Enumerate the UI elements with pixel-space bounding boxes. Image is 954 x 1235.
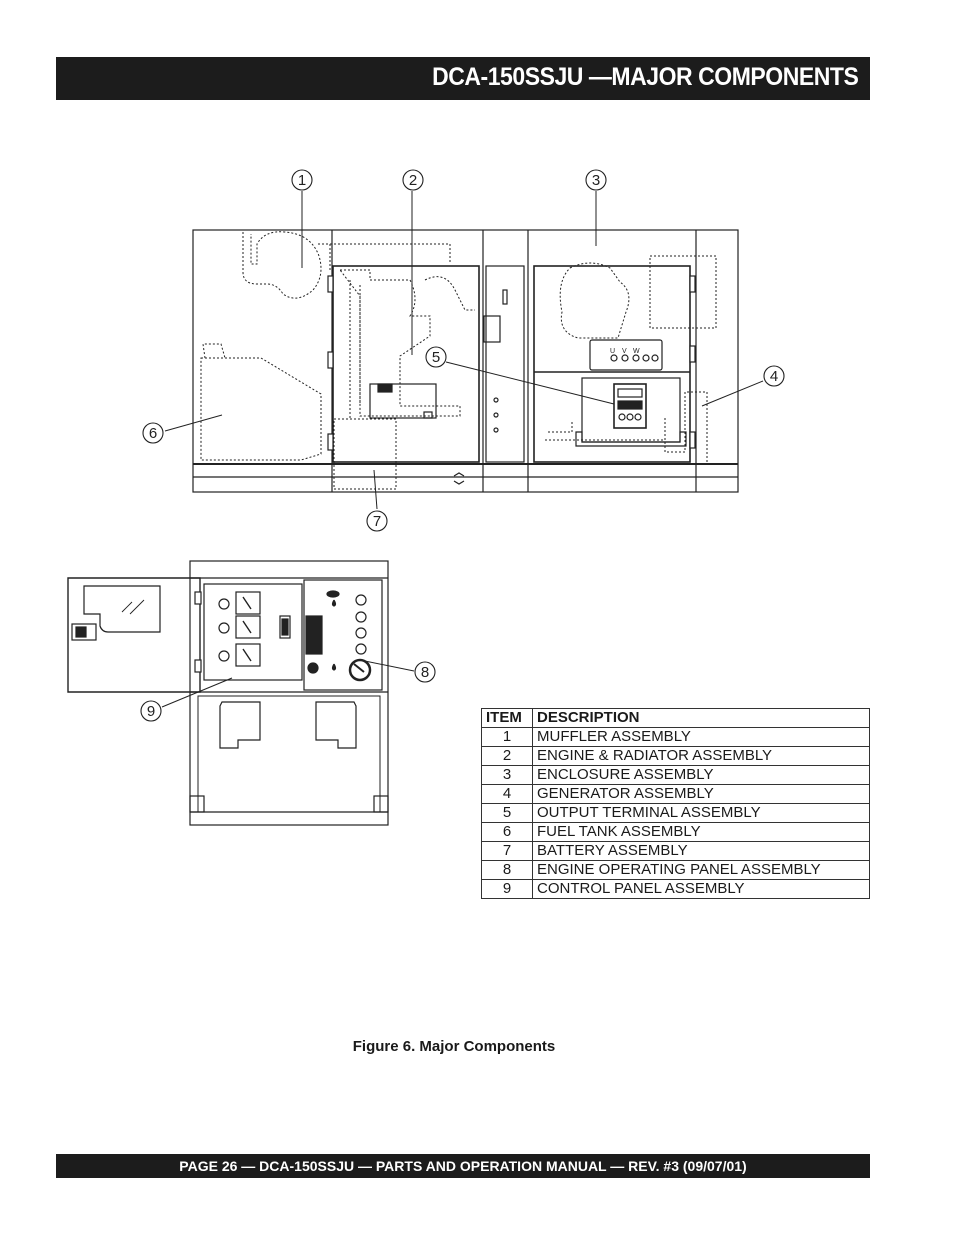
callout-4: 4 [770,368,778,385]
item-number: 9 [481,879,533,899]
callout-9: 9 [147,703,155,720]
enclosure-drawing [192,229,739,493]
page-footer: PAGE 26 — DCA-150SSJU — PARTS AND OPERAT… [56,1154,870,1178]
engine-details: U V W [369,339,687,447]
page-header: DCA-150SSJU —MAJOR COMPONENTS [56,57,870,100]
callout-7: 7 [373,513,381,530]
terminal-label-v: V [622,348,627,355]
item-description: BATTERY ASSEMBLY [532,841,870,861]
page-title: DCA-150SSJU —MAJOR COMPONENTS [431,63,859,91]
callout-5: 5 [432,349,440,366]
callout-8: 8 [421,664,429,681]
item-description: ENGINE OPERATING PANEL ASSEMBLY [532,860,870,880]
callout-2: 2 [409,172,417,189]
item-description: ENCLOSURE ASSEMBLY [532,765,870,785]
footer-text: PAGE 26 — DCA-150SSJU — PARTS AND OPERAT… [179,1158,747,1174]
item-number: 7 [481,841,533,861]
terminal-label-u: U [610,348,615,355]
internal-components [200,231,717,490]
item-description: GENERATOR ASSEMBLY [532,784,870,804]
item-number: 3 [481,765,533,785]
callout-6: 6 [149,425,157,442]
callout-markers: 1 2 3 4 5 6 7 8 9 [140,169,785,722]
item-description: MUFFLER ASSEMBLY [532,727,870,747]
leader-lines [161,191,764,708]
callout-1: 1 [298,172,306,189]
terminal-label-w: W [633,348,640,355]
callout-3: 3 [592,172,600,189]
figure-caption: Figure 6. Major Components [352,1038,556,1055]
item-number: 6 [481,822,533,842]
item-number: 2 [481,746,533,766]
item-description: FUEL TANK ASSEMBLY [532,822,870,842]
item-description: OUTPUT TERMINAL ASSEMBLY [532,803,870,823]
item-number: 5 [481,803,533,823]
item-column-header: ITEM [481,708,533,728]
control-panel-drawing [67,560,389,826]
item-number: 1 [481,727,533,747]
item-number: 8 [481,860,533,880]
item-description: ENGINE & RADIATOR ASSEMBLY [532,746,870,766]
item-description: CONTROL PANEL ASSEMBLY [532,879,870,899]
item-number: 4 [481,784,533,804]
description-column-header: DESCRIPTION [532,708,870,728]
table-header-row: ITEM DESCRIPTION [481,708,870,728]
